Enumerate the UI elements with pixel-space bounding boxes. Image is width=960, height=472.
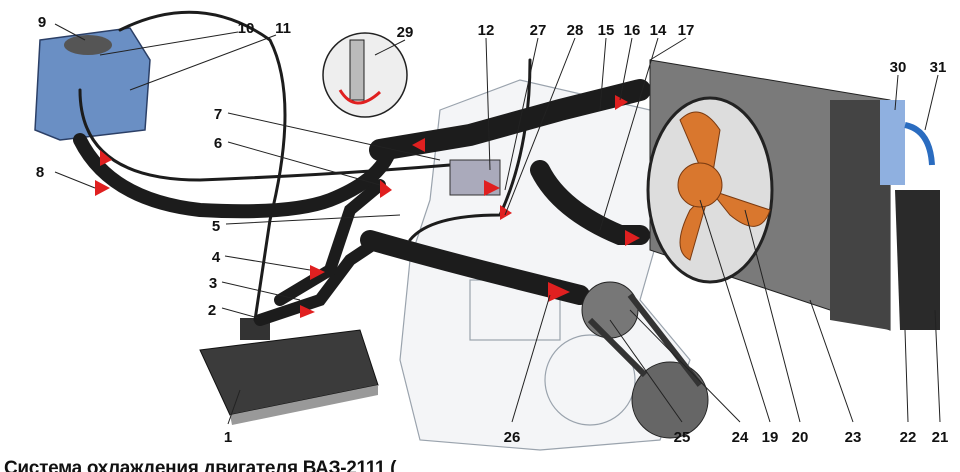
label-9: 9 — [38, 14, 46, 31]
thermostat-inset — [322, 32, 408, 118]
label-31: 31 — [930, 59, 947, 76]
leader-lines — [54, 23, 941, 425]
label-22: 22 — [900, 429, 917, 446]
label-16: 16 — [624, 22, 641, 39]
label-4: 4 — [212, 249, 221, 266]
label-28: 28 — [567, 22, 584, 39]
heater-core — [199, 318, 379, 425]
label-7: 7 — [214, 106, 222, 123]
water-pump — [581, 281, 709, 439]
label-8: 8 — [36, 164, 44, 181]
expansion-tank — [34, 27, 151, 141]
label-17: 17 — [678, 22, 695, 39]
label-12: 12 — [478, 22, 495, 39]
label-2: 2 — [208, 302, 216, 319]
label-30: 30 — [890, 59, 907, 76]
label-11: 11 — [275, 20, 291, 37]
radiator-grille-detail — [880, 100, 905, 185]
label-24: 24 — [732, 429, 749, 446]
label-6: 6 — [214, 135, 222, 152]
direction-arrow — [904, 122, 935, 166]
part-labels: 1 2 3 4 5 6 7 8 9 10 11 12 27 28 15 16 1… — [36, 14, 949, 446]
tank-cap — [64, 35, 112, 55]
label-5: 5 — [212, 218, 220, 235]
label-25: 25 — [674, 429, 691, 446]
radiator-tank — [895, 190, 940, 330]
label-15: 15 — [598, 22, 615, 39]
label-14: 14 — [650, 22, 667, 39]
label-19: 19 — [762, 429, 779, 446]
label-3: 3 — [209, 275, 217, 292]
label-27: 27 — [530, 22, 547, 39]
label-21: 21 — [932, 429, 949, 446]
hoses — [73, 10, 651, 326]
cooling-fan — [646, 96, 774, 284]
label-20: 20 — [792, 429, 809, 446]
label-23: 23 — [845, 429, 862, 446]
crank-pulley — [631, 361, 709, 439]
flow-arrows — [95, 95, 640, 318]
label-26: 26 — [504, 429, 521, 446]
label-10: 10 — [238, 20, 255, 37]
diagram-caption: Система охлаждения двигателя ВАЗ-2111 ( — [4, 458, 397, 472]
label-1: 1 — [224, 429, 232, 446]
label-29: 29 — [397, 24, 414, 41]
